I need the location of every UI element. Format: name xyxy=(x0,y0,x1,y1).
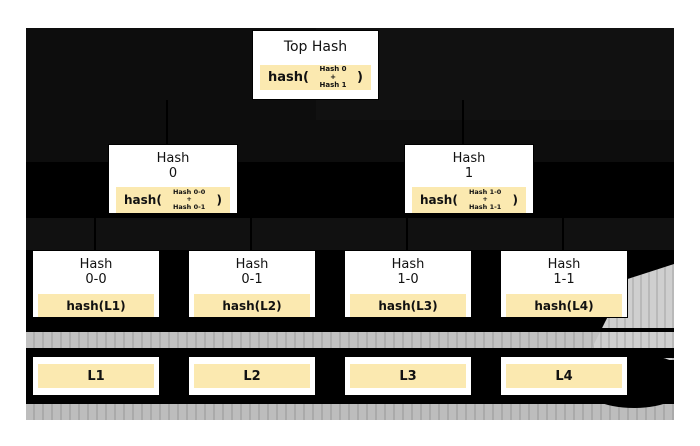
close-paren-token: ) xyxy=(512,193,518,208)
node-hash-1-0[interactable]: Hash 1-0 hash(L3) xyxy=(344,250,472,318)
hash-open-token: hash( xyxy=(420,193,458,208)
hash-operands: Hash 0-0 + Hash 0-1 xyxy=(172,187,206,212)
hash-open-token: hash( xyxy=(268,69,309,85)
connector-root-right xyxy=(462,100,464,144)
hash-0-1-title-line1: Hash xyxy=(235,257,269,272)
hash-operands: Hash 1-0 + Hash 1-1 xyxy=(468,187,502,212)
data-block-l3[interactable]: L3 xyxy=(344,356,472,396)
plus-sign: + xyxy=(330,73,336,82)
hash-0-title-line2: 0 xyxy=(168,165,178,181)
connector-h1-right xyxy=(562,214,564,250)
texture-band-upper xyxy=(26,328,626,352)
data-block-l4[interactable]: L4 xyxy=(500,356,628,396)
connector-h1-left xyxy=(406,214,408,250)
operand-a: Hash 0 xyxy=(319,64,347,73)
plus-sign: + xyxy=(186,195,192,204)
hash-1-0-title-line1: Hash xyxy=(391,257,425,272)
hash-1-0-title-line2: 1-0 xyxy=(397,271,419,287)
hash-1-0-title: Hash 1-0 xyxy=(391,257,425,287)
close-paren-token: ) xyxy=(357,69,363,85)
hash-0-0-title-line1: Hash xyxy=(79,257,113,272)
hash-1-title-line1: Hash xyxy=(452,151,486,166)
hash-open-token: hash( xyxy=(124,193,162,208)
hash-1-1-title: Hash 1-1 xyxy=(547,257,581,287)
hash-1-title: Hash 1 xyxy=(452,151,486,181)
top-hash-formula: hash( Hash 0 + Hash 1 ) xyxy=(260,64,371,90)
hash-0-formula: hash( Hash 0-0 + Hash 0-1 ) xyxy=(116,187,230,213)
data-block-l2-label: L2 xyxy=(194,364,310,388)
hash-1-0-formula: hash(L3) xyxy=(350,294,466,317)
node-hash-0-0[interactable]: Hash 0-0 hash(L1) xyxy=(32,250,160,318)
hash-0-1-title-line2: 0-1 xyxy=(241,271,263,287)
data-block-l2[interactable]: L2 xyxy=(188,356,316,396)
top-hash-title: Top Hash xyxy=(283,39,348,55)
data-block-l1[interactable]: L1 xyxy=(32,356,160,396)
background-shade xyxy=(26,218,674,250)
node-hash-1[interactable]: Hash 1 hash( Hash 1-0 + Hash 1-1 ) xyxy=(404,144,534,214)
hash-1-formula: hash( Hash 1-0 + Hash 1-1 ) xyxy=(412,187,526,213)
plus-sign: + xyxy=(482,195,488,204)
hash-1-1-title-line1: Hash xyxy=(547,257,581,272)
hash-1-title-line2: 1 xyxy=(464,165,474,181)
diagram-canvas: Top Hash hash( Hash 0 + Hash 1 ) Hash 0 … xyxy=(26,28,674,420)
operand-a: Hash 1-0 xyxy=(468,187,502,196)
operand-b: Hash 0-1 xyxy=(172,202,206,211)
data-block-l1-label: L1 xyxy=(38,364,154,388)
hash-0-title: Hash 0 xyxy=(156,151,190,181)
node-hash-0[interactable]: Hash 0 hash( Hash 0-0 + Hash 0-1 ) xyxy=(108,144,238,214)
node-hash-0-1[interactable]: Hash 0-1 hash(L2) xyxy=(188,250,316,318)
hash-0-1-title: Hash 0-1 xyxy=(235,257,269,287)
data-block-l4-label: L4 xyxy=(506,364,622,388)
hash-0-0-title: Hash 0-0 xyxy=(79,257,113,287)
band-edge xyxy=(26,328,674,332)
hash-0-0-title-line2: 0-0 xyxy=(85,271,107,287)
data-block-l3-label: L3 xyxy=(350,364,466,388)
hash-1-1-title-line2: 1-1 xyxy=(553,271,575,287)
hash-operands: Hash 0 + Hash 1 xyxy=(319,65,346,90)
node-hash-1-1[interactable]: Hash 1-1 hash(L4) xyxy=(500,250,628,318)
hash-0-0-formula: hash(L1) xyxy=(38,294,154,317)
connector-h0-left xyxy=(94,214,96,250)
operand-a: Hash 0-0 xyxy=(172,187,206,196)
node-top-hash[interactable]: Top Hash hash( Hash 0 + Hash 1 ) xyxy=(252,30,379,100)
connector-h0-right xyxy=(250,214,252,250)
connector-root-left xyxy=(166,100,168,144)
hash-0-title-line1: Hash xyxy=(156,151,190,166)
hash-0-1-formula: hash(L2) xyxy=(194,294,310,317)
hash-1-1-formula: hash(L4) xyxy=(506,294,622,317)
close-paren-token: ) xyxy=(216,193,222,208)
operand-b: Hash 1-1 xyxy=(468,202,502,211)
texture-band-lower xyxy=(26,404,674,420)
operand-b: Hash 1 xyxy=(319,81,347,90)
